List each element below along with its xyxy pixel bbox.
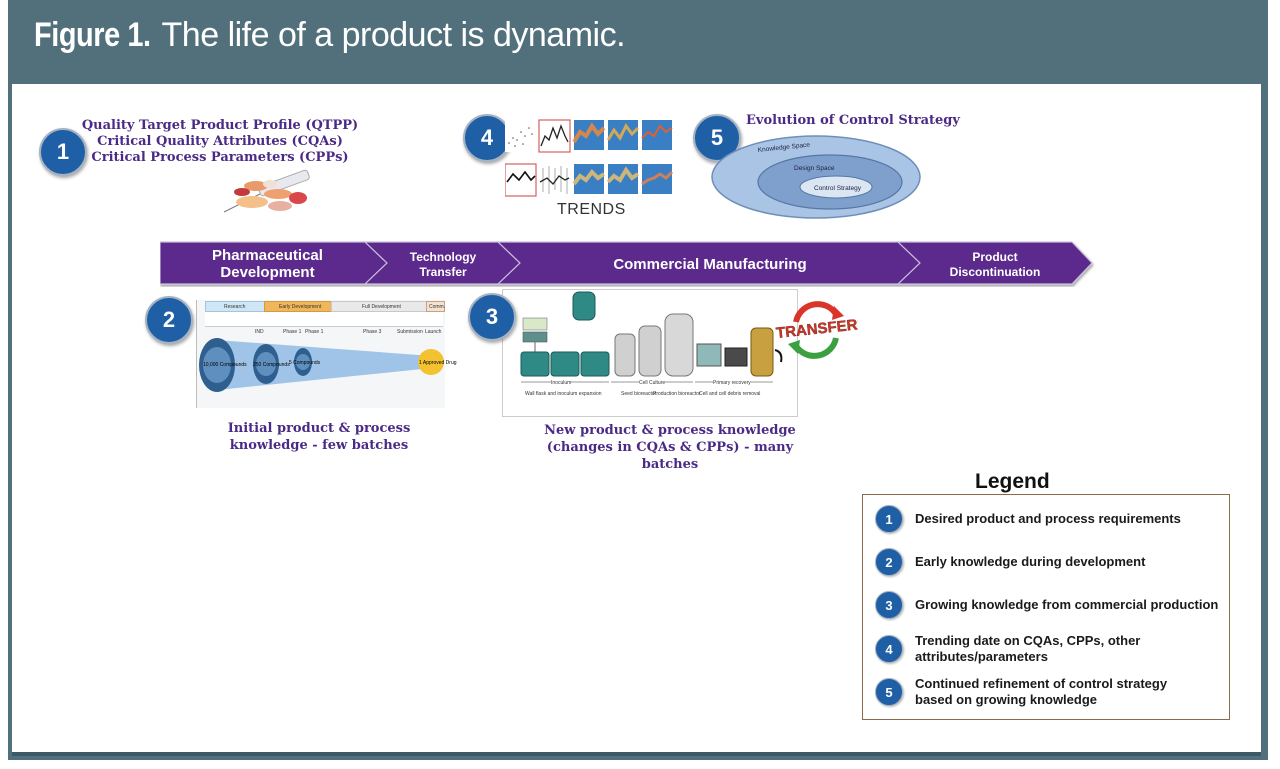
control-strategy-title: Evolution of Control Strategy — [746, 113, 960, 128]
svg-text:Design Space: Design Space — [794, 165, 835, 172]
stage-full-dev: Full Development — [331, 301, 427, 312]
qtpp-line: Quality Target Product Profile (QTPP) — [81, 118, 359, 133]
legend-item-4: 4 Trending date on CQAs, CPPs, other att… — [875, 633, 1175, 665]
item3-caption: New product & process knowledge (changes… — [544, 423, 796, 472]
cpp-line: Critical Process Parameters (CPPs) — [91, 150, 349, 165]
bioprocess-diagram-image: Inoculum Cell Culture Primary recovery W… — [502, 289, 798, 417]
syringe-and-pills-icon — [223, 169, 310, 213]
badge-2: 2 — [145, 296, 193, 344]
badge-4: 4 — [463, 114, 511, 162]
figure-number: Figure 1. — [34, 16, 151, 54]
phase-arrow-discontinuation — [896, 241, 1093, 285]
legend-badge: 3 — [875, 591, 903, 619]
stage-comm: Comm. — [426, 301, 445, 312]
lifecycle-arrow-bar — [160, 241, 1093, 285]
development-funnel-image: Research Early Development Full Developm… — [196, 300, 457, 408]
control-strategy-ring — [799, 175, 873, 199]
legend-box: 1 Desired product and process requiremen… — [862, 494, 1230, 720]
legend-item-3: 3 Growing knowledge from commercial prod… — [875, 591, 1218, 619]
legend-badge: 5 — [875, 678, 903, 706]
figure-caption: The life of a product is dynamic. — [153, 16, 626, 54]
transfers-icon: TRANSFERS — [775, 301, 858, 359]
cqa-line: Critical Quality Attributes (CQAs) — [97, 134, 343, 149]
stage-research: Research — [205, 301, 265, 312]
legend-badge: 2 — [875, 548, 903, 576]
badge-3: 3 — [468, 293, 516, 341]
legend-item-2: 2 Early knowledge during development — [875, 548, 1145, 576]
figure-title: Figure 1. The life of a product is dynam… — [34, 16, 626, 55]
trends-charts-image: TRENDS — [505, 119, 674, 218]
legend-badge: 1 — [875, 505, 903, 533]
trends-label: TRENDS — [557, 201, 626, 218]
trend-heatmap-row-2 — [572, 164, 674, 194]
control-strategy-diagram: Knowledge Space Design Space Control Str… — [711, 135, 921, 219]
legend-title: Legend — [975, 470, 1050, 493]
item2-caption: Initial product & process knowledge - fe… — [227, 421, 411, 453]
badge-1: 1 — [39, 128, 87, 176]
stage-early-dev: Early Development — [264, 301, 332, 312]
legend-item-1: 1 Desired product and process requiremen… — [875, 505, 1181, 533]
qtpp-text-block: Quality Target Product Profile (QTPP) Cr… — [70, 118, 370, 166]
knowledge-funnel — [217, 340, 432, 390]
transfers-label: TRANSFERS — [775, 315, 858, 341]
svg-text:Control Strategy: Control Strategy — [814, 185, 862, 192]
title-bar: Figure 1. The life of a product is dynam… — [8, 0, 1268, 84]
legend-item-5: 5 Continued refinement of control strate… — [875, 676, 1195, 708]
legend-badge: 4 — [875, 635, 903, 663]
approved-drug-marker — [418, 349, 444, 375]
trend-scatter-plot — [505, 120, 535, 152]
trend-heatmap-row-1 — [572, 120, 673, 150]
phase-commercial-label: Commercial Manufacturing — [613, 255, 807, 273]
